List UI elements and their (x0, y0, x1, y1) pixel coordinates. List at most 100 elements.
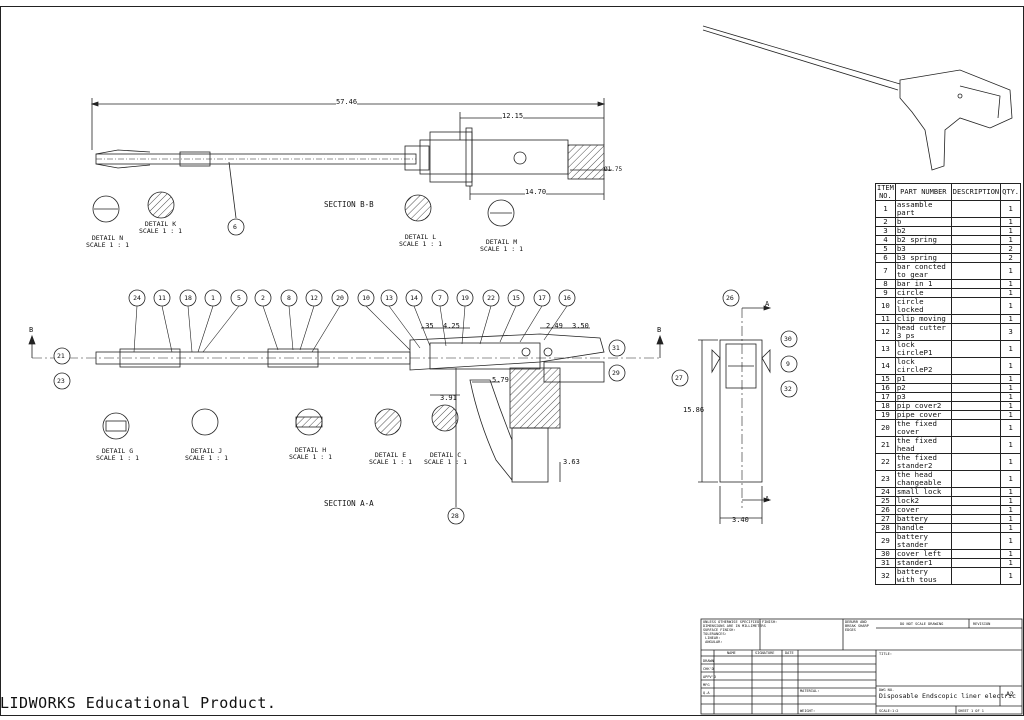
tb-notes: UNLESS OTHERWISE SPECIFIED: DIMENSIONS A… (703, 620, 766, 644)
tb-dwg-no: DWG NO. (879, 688, 895, 692)
dim-body-upper: 12.15 (502, 112, 524, 120)
tb-scale: SCALE:1:2 (879, 709, 899, 713)
dim-249: 2.49 (546, 322, 563, 330)
bom-item-no: 29 (875, 532, 896, 550)
bom-description (950, 244, 1002, 254)
detail-e-label: DETAIL E SCALE 1 : 1 (369, 452, 412, 466)
bom-part-number: head cutter 3 ps (894, 323, 952, 341)
balloon-23: 23 (57, 377, 65, 385)
bom-description (950, 357, 1002, 375)
detail-title: DETAIL G (101, 447, 134, 455)
bom-description (950, 392, 1002, 402)
section-a-top-label: A (765, 300, 770, 308)
bom-item-no: 22 (875, 453, 896, 471)
detail-scale: SCALE 1 : 1 (369, 458, 413, 466)
detail-title: DETAIL N (91, 234, 124, 242)
tb-title-label: TITLE: (879, 652, 892, 656)
tb-drawn: DRAWN (703, 659, 714, 663)
bom-item-no: 32 (875, 567, 896, 585)
bom-item-no: 7 (875, 262, 896, 280)
balloon-28: 28 (451, 512, 459, 520)
bom-qty: 1 (1000, 436, 1021, 454)
tb-material: MATERIAL: (800, 689, 820, 693)
detail-g-label: DETAIL G SCALE 1 : 1 (96, 448, 139, 462)
balloon-29: 29 (612, 369, 620, 377)
bom-description (950, 314, 1002, 324)
bom-item-no: 9 (875, 288, 896, 298)
bom-description (950, 453, 1002, 471)
balloon-number: 10 (362, 294, 370, 302)
isometric-view (702, 25, 1013, 171)
bom-part-number: battery with tous (894, 567, 952, 585)
bom-qty: 1 (1000, 532, 1021, 550)
bom-description (950, 505, 1002, 515)
balloon-number: 7 (438, 294, 442, 302)
section-a-bottom-label: A (765, 495, 770, 503)
bom-description (950, 558, 1002, 568)
detail-scale: SCALE 1 : 1 (289, 453, 333, 461)
bom-item-no: 23 (875, 470, 896, 488)
balloon-number: 19 (461, 294, 469, 302)
bom-part-number: battery stander (894, 532, 952, 550)
bom-qty: 1 (1000, 200, 1021, 218)
bom-part-number: circle locked (894, 297, 952, 315)
bom-part-number: the fixed stander2 (894, 453, 952, 471)
bom-description (950, 514, 1002, 524)
bom-part-number: lock circleP1 (894, 340, 952, 358)
balloon-number: 13 (385, 294, 393, 302)
bom-part-number: bar concted to gear (894, 262, 952, 280)
bom-description (950, 549, 1002, 559)
detail-bubbles-top (92, 161, 515, 236)
dim-425: 4.25 (443, 322, 460, 330)
tb-size: A2 (1006, 690, 1014, 698)
dim-overall-length: 57.46 (336, 98, 358, 106)
balloon-number: 20 (336, 294, 344, 302)
bom-description (950, 523, 1002, 533)
bom-description (950, 419, 1002, 437)
bom-header-part: PART NUMBER (894, 183, 952, 201)
detail-c-label: DETAIL C SCALE 1 : 1 (424, 452, 467, 466)
bom-description (950, 226, 1002, 236)
detail-bubbles-bottom (102, 368, 459, 507)
balloon-27: 27 (675, 374, 683, 382)
bom-item-no: 28 (875, 523, 896, 533)
balloon-number: 15 (512, 294, 520, 302)
educational-watermark: LIDWORKS Educational Product. (0, 694, 277, 712)
bom-part-number: the fixed head (894, 436, 952, 454)
detail-h-label: DETAIL H SCALE 1 : 1 (289, 447, 332, 461)
bom-qty: 1 (1000, 410, 1021, 420)
bom-part-number: the fixed cover (894, 419, 952, 437)
tb-weight: WEIGHT: (800, 709, 816, 713)
dim-diameter: Ø1.75 (604, 166, 623, 173)
detail-scale: SCALE 1 : 1 (480, 245, 524, 253)
tb-signature: SIGNATURE (755, 651, 775, 655)
bom-description (950, 374, 1002, 384)
bom-part-number: lock circleP2 (894, 357, 952, 375)
bom-qty: 1 (1000, 419, 1021, 437)
bom-qty: 1 (1000, 523, 1021, 533)
bom-qty: 1 (1000, 262, 1021, 280)
tb-dwg-title: Disposable Endscopic liner electric (879, 692, 1016, 700)
bom-description (950, 200, 1002, 218)
bom-item-no: 6 (875, 253, 896, 263)
bom-item-no: 20 (875, 419, 896, 437)
dim-body-lower: 14.70 (525, 188, 547, 196)
dim-1586: 15.86 (683, 406, 705, 414)
bom-description (950, 470, 1002, 488)
detail-l-label: DETAIL L SCALE 1 : 1 (399, 234, 442, 248)
balloon-number: 1 (211, 294, 215, 302)
detail-scale: SCALE 1 : 1 (139, 227, 183, 235)
bom-description (950, 288, 1002, 298)
detail-title: DETAIL C (429, 451, 462, 459)
tb-date: DATE (785, 651, 794, 655)
tb-sheet: SHEET 1 OF 1 (958, 709, 984, 713)
title-block-lines (700, 618, 1023, 715)
